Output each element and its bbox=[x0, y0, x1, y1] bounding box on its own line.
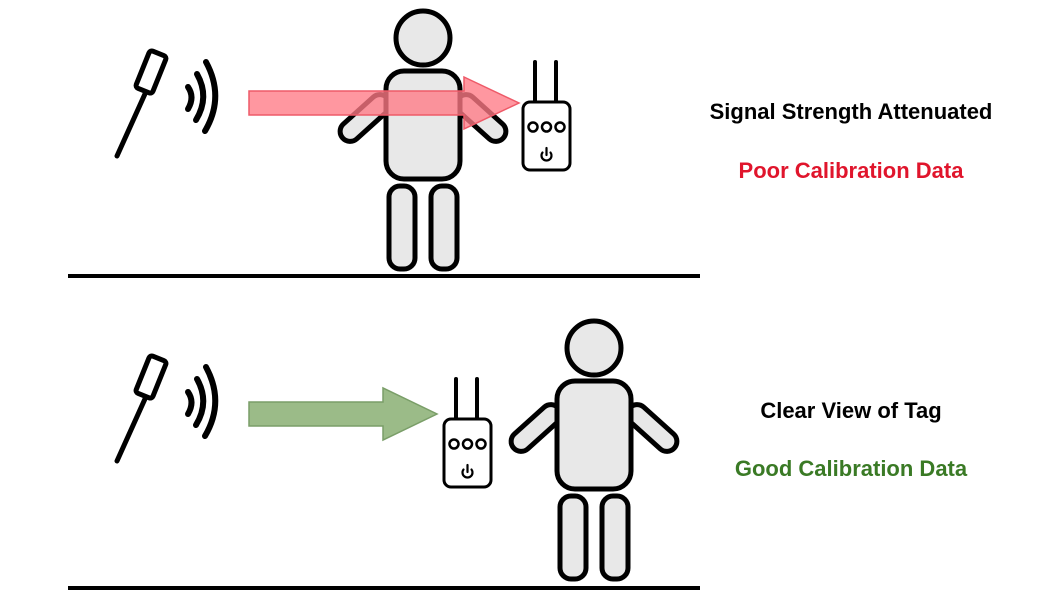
panel-clear bbox=[68, 321, 700, 590]
status-text-clear: Clear View of Tag bbox=[760, 398, 942, 423]
result-text-good: Good Calibration Data bbox=[734, 456, 968, 481]
person-icon bbox=[336, 11, 510, 269]
signal-arrow-blocked bbox=[248, 75, 521, 131]
status-text-attenuated: Signal Strength Attenuated bbox=[709, 99, 993, 124]
antenna-wand-icon bbox=[117, 50, 215, 156]
result-text-poor: Poor Calibration Data bbox=[738, 158, 964, 183]
antenna-wand-icon bbox=[117, 355, 215, 461]
tag-device-icon bbox=[521, 60, 572, 172]
panel-attenuated bbox=[68, 11, 700, 278]
person-icon bbox=[507, 321, 681, 579]
signal-arrow-clear bbox=[248, 386, 439, 442]
tag-device-icon bbox=[442, 377, 493, 489]
